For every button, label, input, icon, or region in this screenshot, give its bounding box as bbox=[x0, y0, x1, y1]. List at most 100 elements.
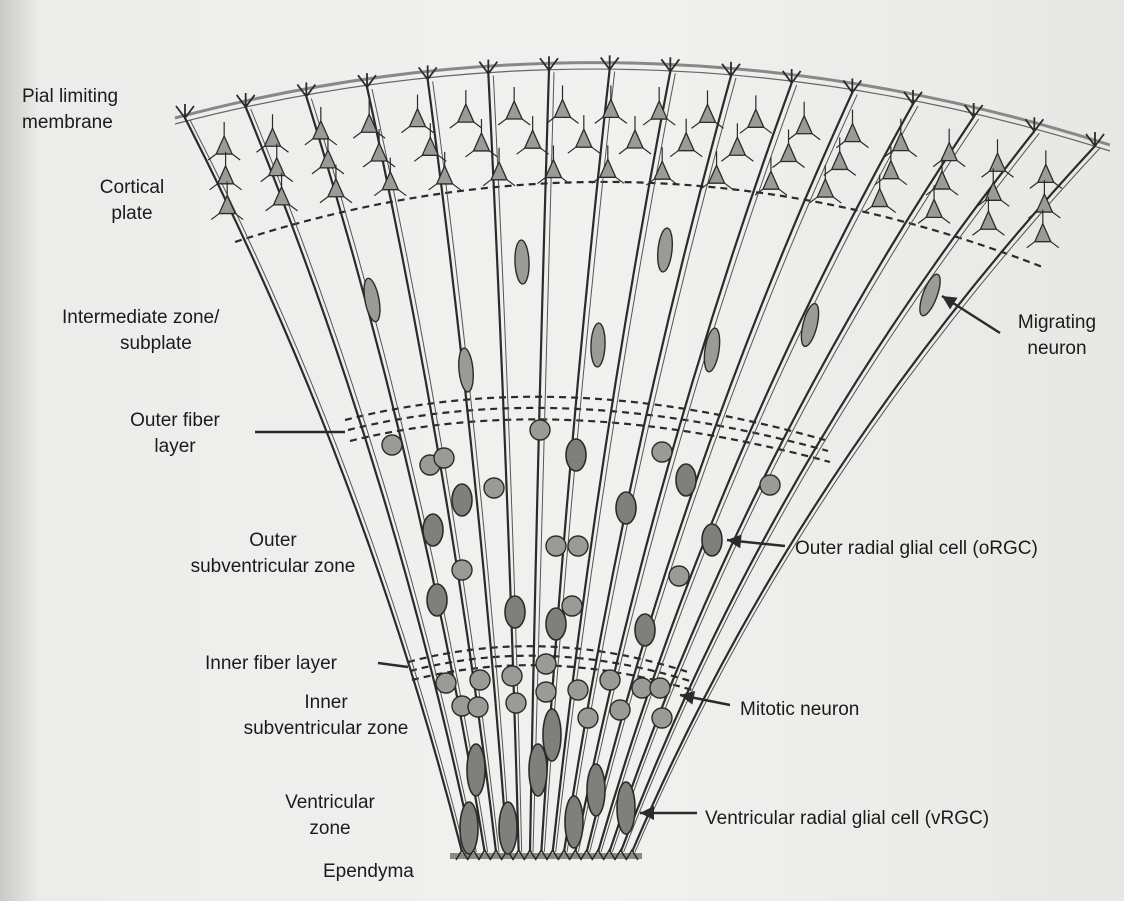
radial-fiber-edge-16 bbox=[635, 148, 1100, 852]
label-intermediate-zone: Intermediate zone/subplate bbox=[62, 305, 219, 357]
ventricular-radial-glial-soma-6 bbox=[617, 782, 635, 834]
fiber-endfoot-4 bbox=[358, 73, 376, 87]
fiber-endfoot-2 bbox=[237, 93, 255, 107]
label-outer-radial-glial-cell: Outer radial glial cell (oRGC) bbox=[795, 536, 1038, 562]
ventricular-radial-glial-soma-1 bbox=[467, 744, 485, 796]
migrating-neuron-3 bbox=[514, 240, 530, 284]
outer-radial-glial-soma-2 bbox=[423, 514, 443, 546]
label-pial-limiting-membrane: Pial limitingmembrane bbox=[22, 84, 118, 136]
pyramidal-neuron-26 bbox=[576, 129, 592, 147]
progenitor-cell-6 bbox=[546, 536, 566, 556]
pyramidal-neuron-42 bbox=[545, 160, 561, 178]
progenitor-cell-18 bbox=[600, 670, 620, 690]
progenitor-cell-23 bbox=[506, 693, 526, 713]
pyramidal-neuron-14 bbox=[845, 124, 861, 142]
progenitor-cell-4 bbox=[530, 420, 550, 440]
outer-radial-glial-soma-3 bbox=[505, 596, 525, 628]
radial-fiber-edge-1 bbox=[190, 120, 465, 852]
pyramidal-neuron-36 bbox=[219, 196, 235, 214]
progenitor-cell-7 bbox=[568, 536, 588, 556]
pyramidal-neuron-13 bbox=[796, 116, 812, 134]
label-ependyma: Ependyma bbox=[323, 859, 414, 885]
progenitor-cell-10 bbox=[652, 442, 672, 462]
outer-radial-glial-soma-9 bbox=[635, 614, 655, 646]
progenitor-cell-25 bbox=[578, 708, 598, 728]
label-outer-subventricular-zone: Outersubventricular zone bbox=[168, 528, 378, 580]
pyramidal-neuron-17 bbox=[990, 153, 1006, 171]
progenitor-cell-26 bbox=[610, 700, 630, 720]
pyramidal-neuron-32 bbox=[883, 161, 899, 179]
progenitor-cell-9 bbox=[562, 596, 582, 616]
pyramidal-neuron-44 bbox=[654, 161, 670, 179]
migrating-neuron-6 bbox=[798, 302, 822, 348]
pyramidal-neuron-27 bbox=[627, 130, 643, 148]
label-migrating-neuron: Migratingneuron bbox=[1002, 310, 1112, 362]
progenitor-cell-13 bbox=[436, 673, 456, 693]
outer-radial-glial-soma-5 bbox=[616, 492, 636, 524]
progenitor-cell-5 bbox=[484, 478, 504, 498]
fiber-endfoot-8 bbox=[601, 55, 619, 69]
radial-fiber-12 bbox=[587, 92, 853, 852]
ventricular-radial-glial-soma-5 bbox=[543, 709, 561, 761]
label-cortical-plate: Corticalplate bbox=[82, 175, 182, 227]
pyramidal-neuron-24 bbox=[473, 133, 489, 151]
migrating-neuron-4 bbox=[590, 323, 606, 367]
fiber-endfoot-7 bbox=[540, 56, 558, 70]
radial-fiber-16 bbox=[632, 146, 1095, 852]
pyramidal-neuron-25 bbox=[525, 130, 541, 148]
progenitor-cell-8 bbox=[452, 560, 472, 580]
migrating-neuron-2 bbox=[457, 347, 475, 392]
pyramidal-neuron-51 bbox=[1035, 224, 1051, 242]
outer-radial-glial-soma-7 bbox=[702, 524, 722, 556]
ventricular-radial-glial-soma-7 bbox=[587, 764, 605, 816]
progenitor-cell-1 bbox=[382, 435, 402, 455]
progenitor-cell-16 bbox=[536, 654, 556, 674]
label-outer-fiber-layer: Outer fiberlayer bbox=[110, 408, 240, 460]
migrating-neuron-7 bbox=[916, 272, 945, 318]
pyramidal-neuron-12 bbox=[748, 109, 764, 127]
migrating-neuron-5 bbox=[702, 327, 722, 373]
progenitor-cell-19 bbox=[632, 678, 652, 698]
outer-radial-glial-soma-1 bbox=[452, 484, 472, 516]
radial-fiber-6 bbox=[488, 74, 518, 852]
progenitor-cell-12 bbox=[669, 566, 689, 586]
inner-fiber-pointer bbox=[378, 663, 408, 667]
pyramidal-neuron-45 bbox=[709, 165, 725, 183]
progenitor-cell-11 bbox=[760, 475, 780, 495]
pyramidal-neuron-11 bbox=[700, 104, 716, 122]
pyramidal-neuron-30 bbox=[781, 144, 797, 162]
label-inner-fiber-layer: Inner fiber layer bbox=[205, 651, 337, 677]
pyramidal-neuron-50 bbox=[980, 211, 996, 229]
pyramidal-neuron-28 bbox=[678, 133, 694, 151]
pyramidal-neuron-38 bbox=[328, 179, 344, 197]
progenitor-cell-24 bbox=[536, 682, 556, 702]
fiber-endfoot-15 bbox=[1025, 117, 1043, 131]
progenitor-cell-17 bbox=[568, 680, 588, 700]
pyramidal-neuron-7 bbox=[506, 101, 522, 119]
label-ventricular-zone: Ventricularzone bbox=[270, 790, 390, 842]
outer-radial-glial-soma-4 bbox=[566, 439, 586, 471]
label-ventricular-radial-glial-cell: Ventricular radial glial cell (vRGC) bbox=[705, 806, 989, 832]
migrating-neuron-8 bbox=[656, 227, 674, 272]
progenitor-cell-22 bbox=[468, 697, 488, 717]
progenitor-cell-27 bbox=[652, 708, 672, 728]
pyramidal-neuron-5 bbox=[410, 109, 426, 127]
pyramidal-neuron-8 bbox=[555, 99, 571, 117]
pyramidal-neuron-37 bbox=[274, 187, 290, 205]
migrating-neuron-1 bbox=[361, 277, 383, 323]
pyramidal-neuron-43 bbox=[600, 159, 616, 177]
label-inner-subventricular-zone: Innersubventricular zone bbox=[220, 690, 432, 742]
pyramidal-neuron-19 bbox=[218, 166, 234, 184]
pyramidal-neuron-31 bbox=[832, 151, 848, 169]
ventricular-radial-glial-soma-4 bbox=[565, 796, 583, 848]
outer-radial-glial-soma-8 bbox=[546, 608, 566, 640]
pyramidal-neuron-47 bbox=[817, 179, 833, 197]
progenitor-cell-15 bbox=[502, 666, 522, 686]
progenitor-cell-14 bbox=[470, 670, 490, 690]
pyramidal-neuron-1 bbox=[216, 136, 232, 154]
label-mitotic-neuron: Mitotic neuron bbox=[740, 697, 859, 723]
progenitor-cell-3 bbox=[434, 448, 454, 468]
outer-radial-glial-soma-10 bbox=[427, 584, 447, 616]
ventricular-radial-glial-soma-8 bbox=[460, 802, 478, 854]
